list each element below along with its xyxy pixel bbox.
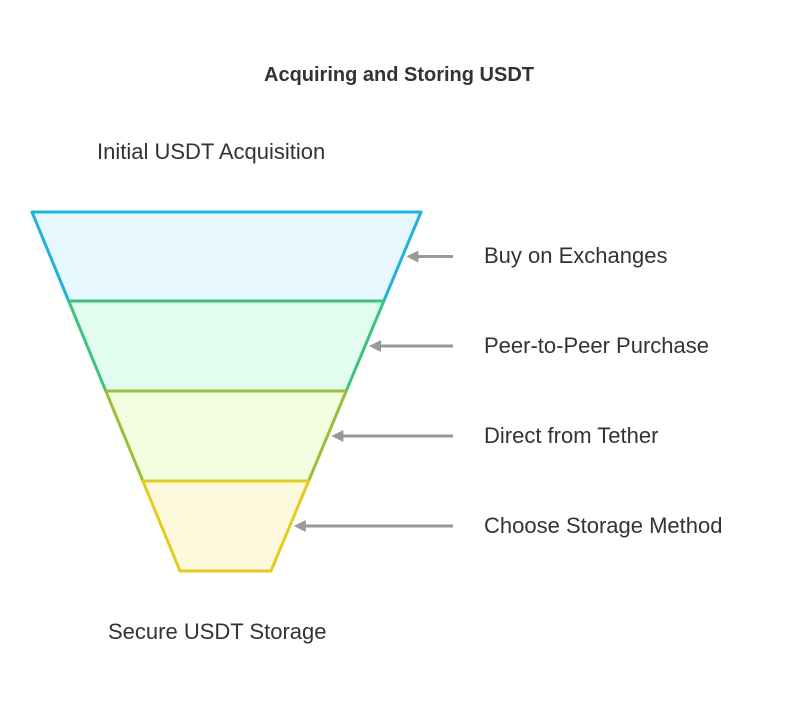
arrow-left-icon [406, 250, 453, 263]
stage-label: Buy on Exchanges [484, 243, 668, 268]
arrow-left-icon [369, 340, 453, 352]
funnel-stage [30, 210, 423, 303]
stage-label: Direct from Tether [484, 423, 659, 448]
diagram-title: Acquiring and Storing USDT [264, 64, 534, 86]
funnel-stage [104, 389, 348, 483]
funnel-stage [141, 479, 311, 573]
stage-label: Peer-to-Peer Purchase [484, 333, 709, 358]
stage-label: Choose Storage Method [484, 513, 723, 538]
arrow-left-icon [331, 430, 453, 442]
funnel-top-label: Initial USDT Acquisition [97, 139, 326, 164]
funnel-bottom-label: Secure USDT Storage [108, 619, 327, 644]
funnel-stage [67, 299, 386, 393]
arrow-left-icon [293, 520, 453, 532]
